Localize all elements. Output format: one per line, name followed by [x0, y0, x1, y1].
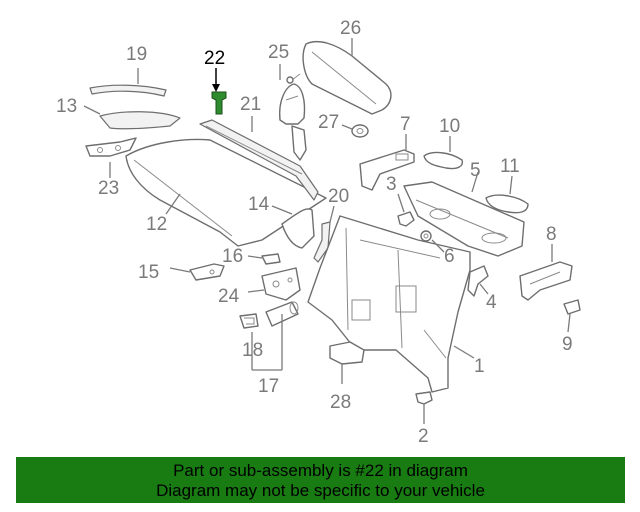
callout-23: 23 [98, 178, 119, 199]
callout-10: 10 [439, 116, 460, 137]
part-1-rear-panel[interactable] [307, 215, 471, 393]
part-4-bracket[interactable] [467, 265, 489, 297]
callout-24: 24 [218, 286, 240, 307]
callout-6: 6 [444, 246, 455, 267]
part-25-latch-bracket[interactable] [278, 83, 307, 161]
callout-13: 13 [56, 96, 77, 117]
callout-16: 16 [222, 246, 243, 267]
callout-22: 22 [204, 48, 225, 69]
part-14-curved-trim[interactable] [281, 208, 315, 249]
callout-20: 20 [328, 186, 349, 207]
part-22-fastener[interactable] [211, 91, 227, 115]
callout-17: 17 [258, 376, 279, 397]
part-21-trim-rail[interactable] [199, 119, 319, 201]
part-19-trim-strip[interactable] [89, 84, 167, 97]
part-3-plug[interactable] [397, 211, 415, 227]
part-5-console-trim[interactable] [403, 181, 525, 257]
parts-diagram: 1 2 3 4 5 6 7 8 9 10 11 12 13 14 15 16 1… [56, 18, 581, 447]
footer-banner: Part or sub-assembly is #22 in diagram D… [16, 457, 625, 503]
part-18-clip[interactable] [239, 313, 259, 329]
callout-12: 12 [146, 214, 167, 235]
callout-28: 28 [330, 392, 351, 413]
callout-25: 25 [268, 42, 289, 63]
part-11-pad[interactable] [485, 194, 529, 214]
part-13-cover-trim[interactable] [99, 111, 181, 130]
footer-line-2: Diagram may not be specific to your vehi… [156, 481, 485, 500]
part-8-side-bracket[interactable] [519, 261, 573, 301]
callout-27: 27 [318, 112, 339, 133]
callout-8: 8 [546, 224, 557, 245]
callout-5: 5 [470, 160, 481, 181]
callout-2: 2 [418, 426, 429, 447]
footer-line-1: Part or sub-assembly is #22 in diagram [173, 461, 468, 480]
callout-14: 14 [248, 194, 270, 215]
part-2-push-pin[interactable] [415, 391, 433, 405]
part-7-console-bracket[interactable] [359, 149, 415, 191]
callout-26: 26 [340, 18, 361, 39]
callout-4: 4 [486, 292, 497, 313]
part-28-bracket[interactable] [329, 341, 365, 365]
callout-7: 7 [400, 114, 411, 135]
part-27-grommet[interactable] [351, 124, 369, 138]
part-15-bracket[interactable] [189, 263, 225, 281]
part-23-bracket[interactable] [85, 137, 137, 157]
callout-9: 9 [562, 334, 573, 355]
part-6-grommet[interactable] [420, 230, 432, 242]
part-16-clip[interactable] [261, 253, 281, 265]
callout-11: 11 [500, 156, 520, 177]
callout-18: 18 [242, 340, 263, 361]
part-10-pad[interactable] [423, 151, 464, 170]
callout-15: 15 [138, 262, 159, 283]
callout-1: 1 [474, 356, 485, 377]
part-26-top-cover[interactable] [286, 40, 392, 115]
callout-21: 21 [240, 94, 261, 115]
callout-3: 3 [386, 174, 397, 195]
callout-19: 19 [126, 44, 147, 65]
part-24-mount-plate[interactable] [261, 267, 301, 301]
part-9-clip[interactable] [563, 299, 581, 315]
